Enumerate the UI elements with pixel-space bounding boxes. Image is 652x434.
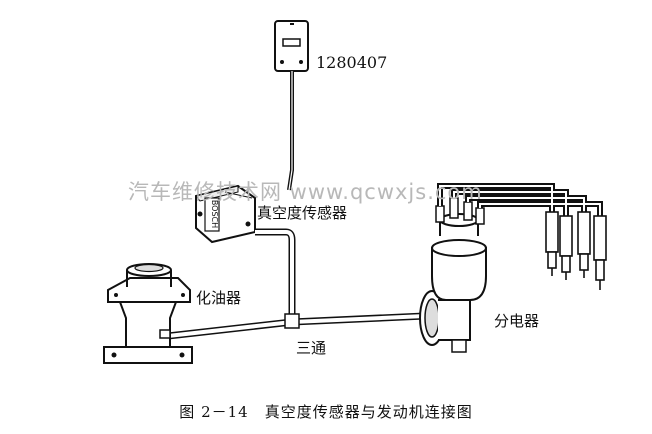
watermark: 汽车维修技术网 www.qcwxjs.com <box>128 180 483 204</box>
figure-caption: 图 2－14 真空度传感器与发动机连接图 <box>179 403 473 421</box>
connector-plug <box>274 20 309 72</box>
tee-fitting <box>284 313 300 329</box>
spark-plug-1 <box>545 211 559 276</box>
distributor <box>419 197 487 353</box>
sensor-brand-text: BOSCH <box>210 200 219 228</box>
sensor-hose <box>255 228 296 318</box>
vacuum-sensor: BOSCH <box>195 184 256 244</box>
carburetor <box>103 263 193 364</box>
vacuum-sensor-label: 真空度传感器 <box>257 204 348 222</box>
spark-plug-3 <box>577 211 591 278</box>
distributor-label: 分电器 <box>494 312 540 330</box>
tee-label: 三通 <box>296 339 327 357</box>
part-number-label: 1280407 <box>316 53 388 72</box>
spark-plug-2 <box>559 215 573 280</box>
carburetor-label: 化油器 <box>196 289 242 307</box>
spark-plugs <box>545 211 607 290</box>
spark-plug-4 <box>593 215 607 290</box>
